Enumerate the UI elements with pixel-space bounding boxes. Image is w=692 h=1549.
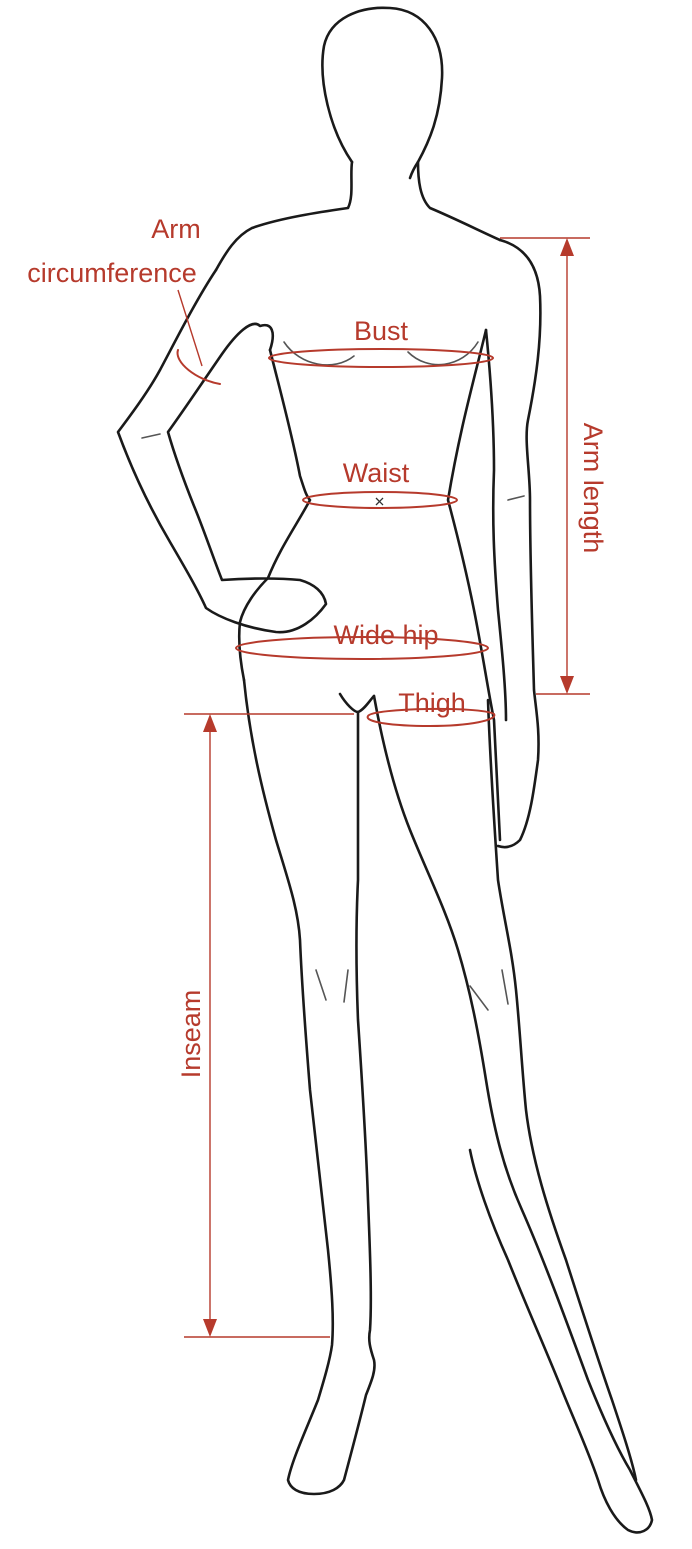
right-arm-outline xyxy=(486,240,540,847)
arm-circumference-measure: Arm circumference xyxy=(27,214,220,384)
neck-shoulders-outline xyxy=(216,162,500,270)
left-knee-tick-2 xyxy=(344,970,348,1002)
bust-cup-left xyxy=(284,342,354,365)
crotch-outline xyxy=(340,694,374,712)
inseam-arrow-bottom xyxy=(203,1319,217,1337)
thigh-measure: Thigh xyxy=(368,688,495,726)
left-leg-outline xyxy=(244,680,375,1494)
left-knee-tick-1 xyxy=(316,970,326,1000)
arm-circumference-label-line1: Arm xyxy=(151,214,201,244)
thigh-label: Thigh xyxy=(398,688,466,718)
bust-label: Bust xyxy=(354,316,409,346)
inseam-arrow-top xyxy=(203,714,217,732)
arm-length-arrow-bottom xyxy=(560,676,574,694)
arm-length-label: Arm length xyxy=(578,423,608,554)
left-elbow-tick xyxy=(142,434,160,438)
head-outline xyxy=(322,8,442,178)
right-knee-tick-2 xyxy=(502,970,508,1004)
arm-circumference-label-line2: circumference xyxy=(27,258,197,288)
waist-ring xyxy=(303,492,457,508)
waist-label: Waist xyxy=(343,458,410,488)
right-elbow-tick xyxy=(508,496,524,500)
arm-length-measure: Arm length xyxy=(500,238,608,694)
right-leg-outline xyxy=(374,696,652,1532)
right-outer-leg-outline xyxy=(488,700,636,1480)
wide-hip-label: Wide hip xyxy=(333,620,438,650)
bust-cup-right xyxy=(408,342,478,365)
inseam-label: Inseam xyxy=(176,990,206,1079)
wide-hip-measure: Wide hip xyxy=(236,620,488,659)
arm-length-arrow-top xyxy=(560,238,574,256)
bust-ring xyxy=(269,349,493,367)
torso-left-outline xyxy=(268,350,310,578)
navel-mark xyxy=(376,498,383,505)
